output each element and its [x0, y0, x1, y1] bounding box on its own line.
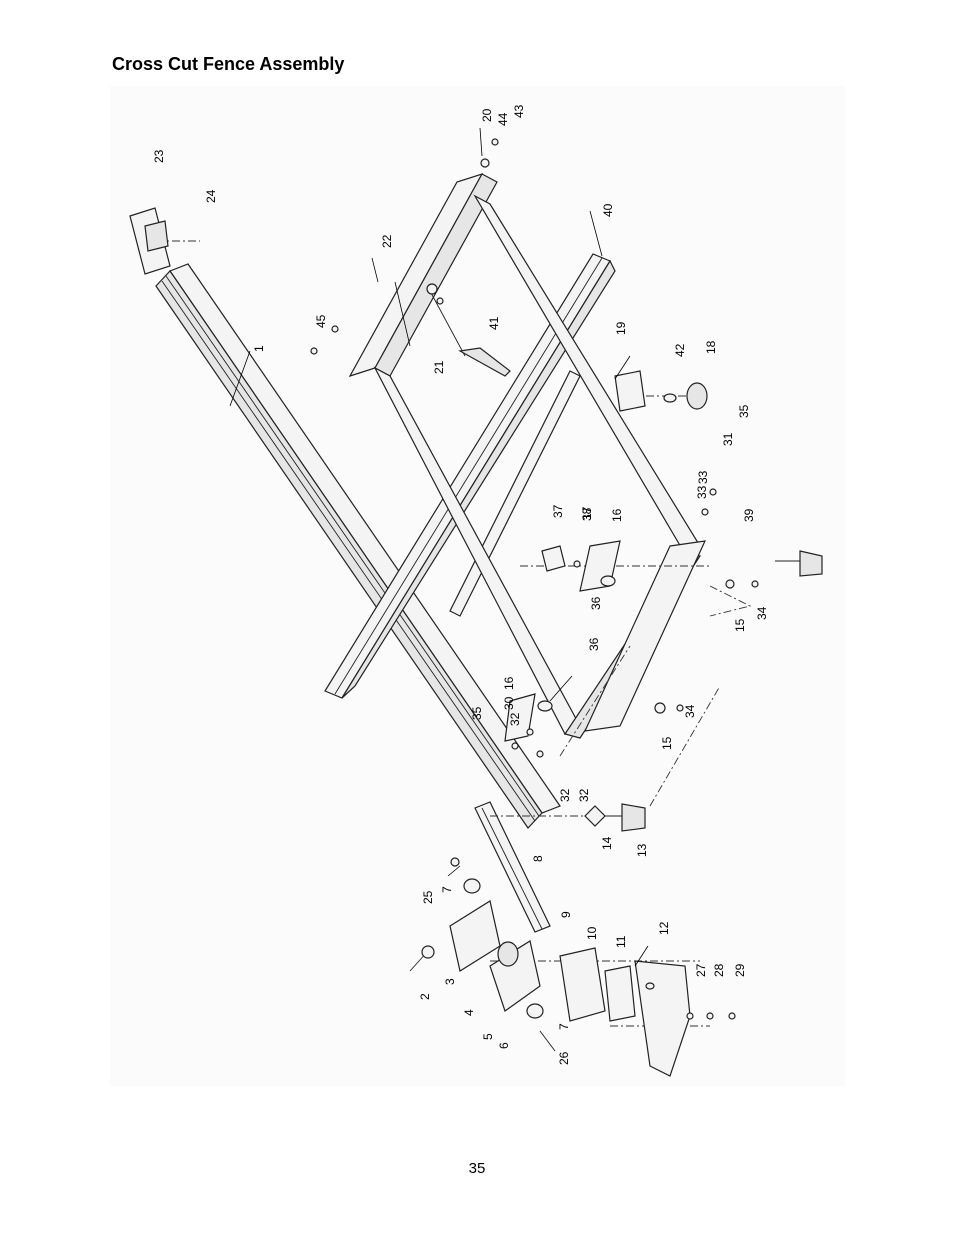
callout-label: 9 — [559, 911, 573, 918]
callout-label: 2 — [418, 993, 432, 1000]
callout-label: 20 — [480, 108, 494, 122]
lock-knobs — [584, 550, 823, 832]
callout-label: 43 — [512, 104, 526, 118]
callout-label: 10 — [585, 926, 599, 940]
callout-label: 7 — [557, 1023, 571, 1030]
callout-label: 33 — [695, 485, 709, 499]
callout-label: 15 — [660, 736, 674, 750]
callout-label: 30 — [502, 696, 516, 710]
leader-lines — [229, 127, 649, 967]
callout-label: 42 — [673, 343, 687, 357]
exploded-parts-diagram — [110, 86, 845, 1086]
callout-label: 3 — [443, 978, 457, 985]
page-title: Cross Cut Fence Assembly — [112, 54, 345, 74]
callout-label: 40 — [601, 203, 615, 217]
frame-cross-members — [373, 194, 707, 739]
callout-label: 7 — [440, 886, 454, 893]
callout-label: 18 — [704, 340, 718, 354]
clamp-assembly — [504, 540, 621, 742]
page-number: 35 — [468, 1160, 486, 1177]
callout-label: 45 — [314, 314, 328, 328]
fence-extrusion — [155, 263, 561, 829]
callout-label: 35 — [470, 706, 484, 720]
callout-label: 36 — [589, 596, 603, 610]
end-block — [129, 207, 171, 275]
callout-label: 32 — [558, 788, 572, 802]
extension-bar — [474, 801, 551, 933]
callout-label: 41 — [487, 316, 501, 330]
small-hardware — [310, 138, 759, 1020]
callout-label: 29 — [733, 963, 747, 977]
callout-label: 14 — [600, 836, 614, 850]
lever-handle-40 — [426, 283, 511, 377]
callout-label: 44 — [496, 112, 510, 126]
callout-label: 12 — [657, 921, 671, 935]
support-rail — [324, 253, 616, 699]
callout-label: 5 — [481, 1033, 495, 1040]
callout-label: 26 — [557, 1051, 571, 1065]
callout-label: 16 — [502, 676, 516, 690]
flip-stop-assembly — [409, 878, 691, 1077]
callout-label: 32 — [577, 788, 591, 802]
callout-label: 19 — [614, 321, 628, 335]
callout-label: 34 — [683, 704, 697, 718]
callout-label: 27 — [694, 963, 708, 977]
callout-label: 13 — [635, 843, 649, 857]
callout-label: 16 — [610, 508, 624, 522]
callout-label: 32 — [508, 712, 522, 726]
callout-label: 37 — [551, 504, 565, 518]
callout-label: 31 — [721, 432, 735, 446]
callout-label: 25 — [421, 890, 435, 904]
bracket-and-knob — [614, 370, 708, 412]
callout-label: 33 — [696, 470, 710, 484]
callout-label: 23 — [152, 149, 166, 163]
callout-label: 6 — [497, 1042, 511, 1049]
callout-label: 28 — [712, 963, 726, 977]
callout-label: 22 — [380, 234, 394, 248]
callout-label: 8 — [531, 855, 545, 862]
callout-label: 1 — [252, 345, 266, 352]
callout-label: 15 — [733, 618, 747, 632]
callout-label: 35 — [737, 404, 751, 418]
callout-label: 34 — [755, 606, 769, 620]
callout-label: 36 — [587, 637, 601, 651]
callout-label: 11 — [614, 935, 628, 948]
callout-label: 4 — [462, 1009, 476, 1016]
callout-label: 38 — [580, 507, 594, 521]
callout-label: 21 — [432, 360, 446, 374]
callout-label: 39 — [742, 508, 756, 522]
callout-label: 24 — [204, 189, 218, 203]
